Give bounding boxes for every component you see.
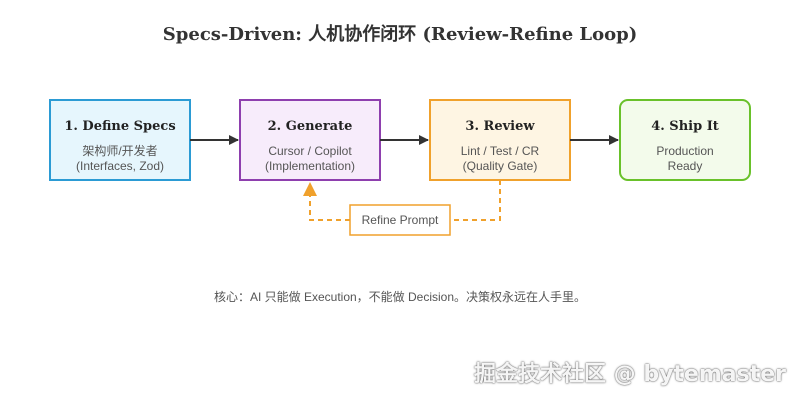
refine-loop-path — [309, 180, 501, 221]
node-box — [619, 99, 751, 181]
node-review: 3. Review Lint / Test / CR (Quality Gate… — [429, 99, 571, 181]
node-status: Production — [656, 144, 713, 158]
node-detail: (Implementation) — [265, 159, 355, 173]
node-title: 3. Review — [465, 119, 535, 134]
node-detail: (Quality Gate) — [463, 159, 538, 173]
node-checks: Lint / Test / CR — [461, 144, 540, 158]
node-ship-it: 4. Ship It Production Ready — [619, 99, 751, 181]
node-tools: Cursor / Copilot — [268, 144, 352, 158]
node-define-specs: 1. Define Specs 架构师/开发者 (Interfaces, Zod… — [49, 99, 191, 181]
refine-prompt-label: Refine Prompt — [362, 213, 439, 227]
node-title: 2. Generate — [268, 119, 353, 134]
footnote: 核心：AI 只能做 Execution，不能做 Decision。决策权永远在人… — [213, 290, 587, 304]
refine-loop: Refine Prompt — [303, 180, 501, 236]
refine-arrowhead-icon — [303, 182, 317, 196]
diagram-title: Specs-Driven: 人机协作闭环 (Review-Refine Loop… — [162, 24, 638, 45]
watermark: 掘金技术社区 @ bytemaster — [474, 362, 786, 387]
node-title: 4. Ship It — [651, 119, 719, 134]
node-role: 架构师/开发者 — [82, 143, 157, 158]
node-detail: Ready — [668, 159, 703, 173]
node-detail: (Interfaces, Zod) — [76, 159, 164, 173]
node-box — [239, 99, 381, 181]
refine-prompt-box — [349, 204, 451, 236]
node-title: 1. Define Specs — [64, 119, 175, 134]
node-generate: 2. Generate Cursor / Copilot (Implementa… — [239, 99, 381, 181]
